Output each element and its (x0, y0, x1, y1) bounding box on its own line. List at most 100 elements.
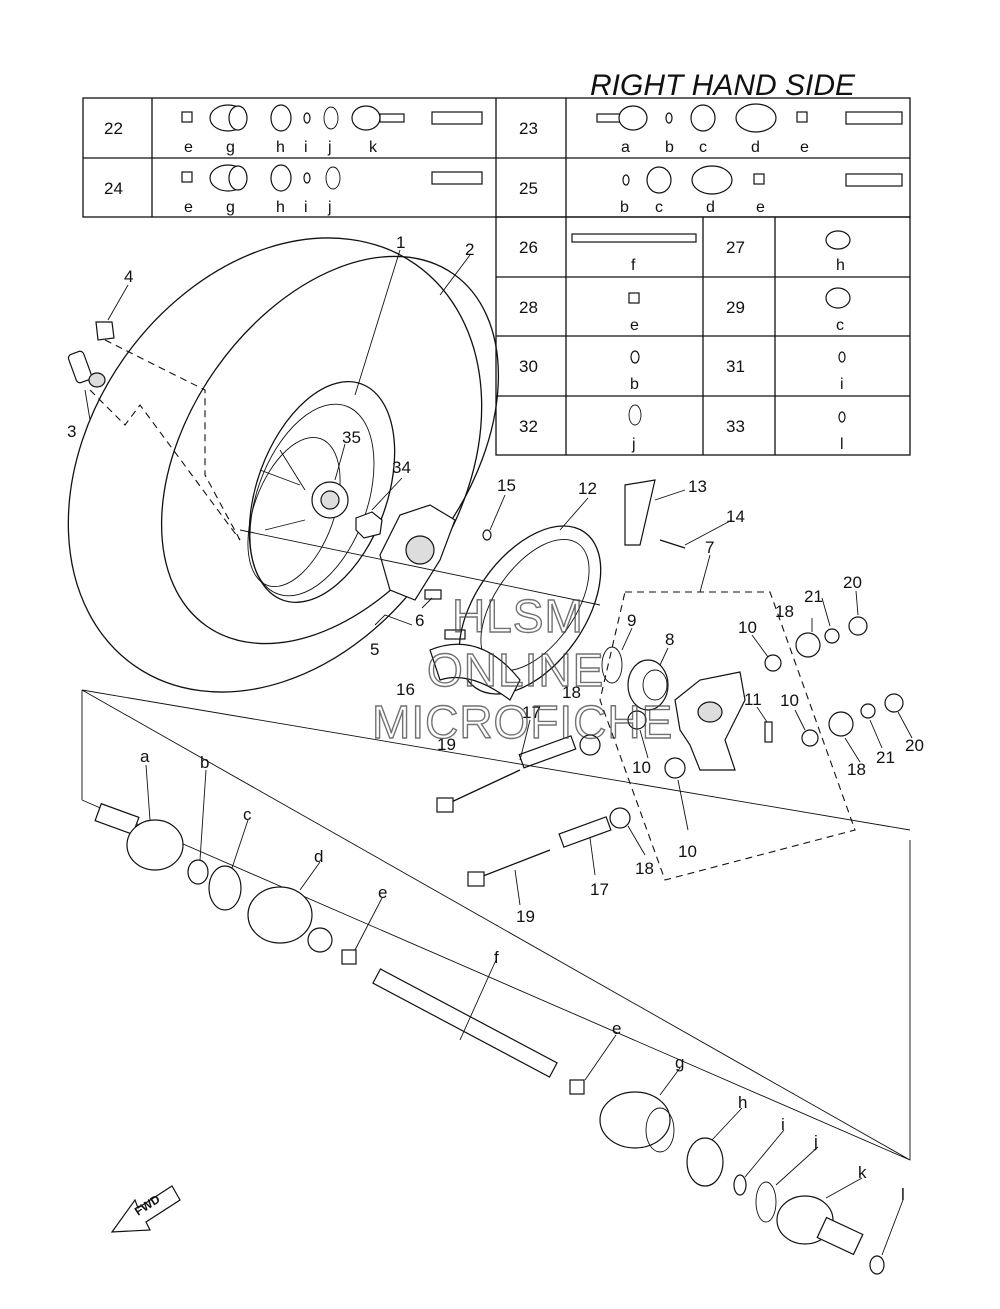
callout-h: h (738, 1093, 747, 1112)
callout-10-left: 10 (632, 758, 651, 777)
drive-shaft-frame (81, 689, 911, 1161)
grease-nipple-11 (764, 721, 773, 743)
callout-leaders (84, 249, 913, 1256)
kit-23-letter-c: c (699, 139, 707, 156)
watermark-line-2: ONLINE (427, 644, 604, 696)
kit-no-22: 22 (104, 119, 123, 138)
callout-d: d (314, 847, 323, 866)
callout-12: 12 (578, 479, 597, 498)
callout-3: 3 (67, 422, 76, 441)
snap-ring-icon (628, 404, 642, 426)
kit-table: 22 23 24 25 e g h i j k (82, 97, 911, 218)
boot-g (599, 1091, 675, 1153)
fwd-arrow-icon: FWD (110, 1185, 181, 1233)
kit-25-letter-c: c (655, 199, 663, 216)
single-26-letter: f (631, 257, 636, 274)
hub-bolts (424, 589, 466, 640)
band-c (208, 865, 242, 911)
kit-25-letter-d: d (706, 199, 715, 216)
kit-23-parts (596, 103, 903, 133)
single-no-30: 30 (519, 357, 538, 376)
single-30-letter: b (630, 376, 639, 393)
kit-no-23: 23 (519, 119, 538, 138)
callout-11: 11 (744, 690, 762, 709)
callout-7: 7 (705, 538, 714, 557)
leader-valve (104, 339, 241, 541)
washer-15 (482, 529, 492, 541)
knuckle (674, 671, 746, 771)
callout-19-upper: 19 (437, 735, 456, 754)
kit-23-letter-b: b (665, 139, 674, 156)
kit-22-letter-i: i (304, 139, 308, 156)
kit-23-letter-e: e (800, 139, 809, 156)
kit-22-letter-k: k (369, 139, 378, 156)
kit-no-24: 24 (104, 179, 123, 198)
kit-23-letter-a: a (621, 139, 630, 156)
callout-e-lower: e (612, 1019, 621, 1038)
boot-d (247, 886, 333, 953)
kit-24-letter-e: e (184, 199, 193, 216)
single-no-28: 28 (519, 298, 538, 317)
valve-cap (95, 321, 115, 341)
callout-17-lower: 17 (590, 880, 609, 899)
drive-shaft-f (372, 968, 558, 1078)
band-h (686, 1137, 724, 1187)
callout-2: 2 (465, 240, 474, 259)
watermark-line-1: HLSM (452, 590, 584, 642)
callout-13: 13 (688, 477, 707, 496)
kit-25-parts (622, 165, 903, 195)
callout-g: g (675, 1053, 684, 1072)
single-no-29: 29 (726, 298, 745, 317)
kit-24-parts (181, 164, 483, 192)
callout-21-bottom: 21 (876, 748, 895, 767)
kit-22-letter-e: e (184, 139, 193, 156)
axle-centerline (239, 529, 601, 606)
kit-24-letter-i: i (304, 199, 308, 216)
clamp-icon (825, 287, 851, 309)
band-e-lower (569, 1079, 585, 1095)
bolt-19-upper (436, 769, 521, 813)
kit-24-letter-g: g (226, 199, 235, 216)
collar-17-upper (518, 735, 577, 769)
single-no-32: 32 (519, 417, 538, 436)
callout-f: f (494, 948, 499, 967)
collar-17-lower (558, 816, 612, 848)
callout-k: k (858, 1163, 867, 1182)
callout-l: l (901, 1185, 905, 1204)
callout-19-lower: 19 (516, 907, 535, 926)
axle-nut-34 (355, 511, 383, 539)
single-32-letter: j (631, 436, 636, 453)
single-31-letter: i (840, 376, 844, 393)
callout-labels: 1 2 3 4 5 6 7 8 9 10 10 10 10 11 12 13 1… (67, 233, 924, 1204)
callout-5: 5 (370, 640, 379, 659)
single-29-letter: c (836, 317, 844, 334)
kit-22-letter-j: j (327, 139, 332, 156)
callout-j: j (813, 1132, 818, 1151)
kit-no-25: 25 (519, 179, 538, 198)
callout-34: 34 (392, 458, 411, 477)
callout-35: 35 (342, 428, 361, 447)
bolt-19-lower (467, 849, 551, 887)
pin-14 (659, 539, 686, 549)
single-no-27: 27 (726, 238, 745, 257)
callout-i: i (781, 1115, 785, 1134)
single-33-letter: l (840, 436, 844, 453)
circlip-9 (601, 646, 623, 684)
circlip-icon (838, 351, 846, 363)
callout-21-top: 21 (804, 587, 823, 606)
single-part-table: 26 27 28 29 30 31 32 33 f h e c b i j l (495, 216, 911, 456)
callout-4: 4 (124, 267, 133, 286)
callout-20-top: 20 (843, 573, 862, 592)
callout-c: c (243, 805, 252, 824)
callout-10-right: 10 (780, 691, 799, 710)
watermark: HLSM ONLINE MICROFICHE (371, 589, 673, 748)
callout-b: b (200, 753, 209, 772)
callout-6: 6 (415, 611, 424, 630)
kit-25-letter-e: e (756, 199, 765, 216)
snap-ring-j (755, 1181, 777, 1223)
single-no-31: 31 (726, 357, 745, 376)
clamp-icon (825, 230, 851, 250)
callout-10-bottom: 10 (678, 842, 697, 861)
